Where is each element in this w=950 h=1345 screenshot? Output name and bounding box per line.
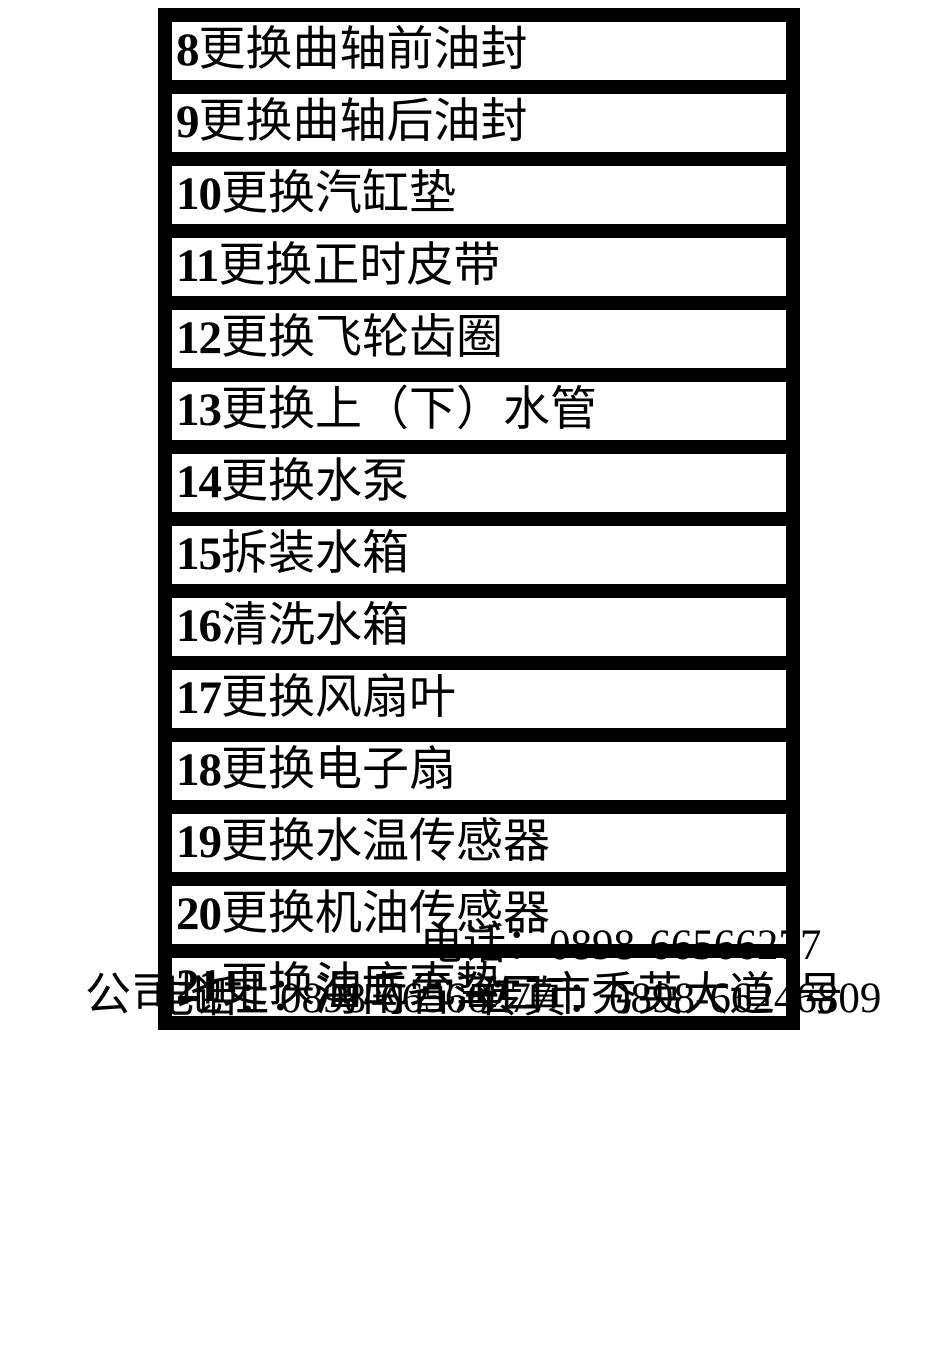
service-cell: 13更换上（下）水管 [165,375,793,447]
table-row: 9更换曲轴后油封 [165,87,793,159]
service-number: 20 [176,888,222,941]
service-cell: 15拆装水箱 [165,519,793,591]
table-row: 8更换曲轴前油封 [165,15,793,87]
service-number: 12 [176,312,222,365]
service-cell: 19更换水温传感器 [165,807,793,879]
service-cell: 17更换风扇叶 [165,663,793,735]
table-row: 19更换水温传感器 [165,807,793,879]
service-number: 14 [176,456,222,509]
table-row: 15拆装水箱 [165,519,793,591]
table-row: 14更换水泵 [165,447,793,519]
table-row: 12更换飞轮齿圈 [165,303,793,375]
service-label: 更换飞轮齿圈 [221,312,503,365]
service-number: 11 [176,240,219,293]
service-label: 更换正时皮带 [218,240,501,293]
service-label: 更换水泵 [221,456,409,509]
service-cell: 9更换曲轴后油封 [165,87,793,159]
service-label: 清洗水箱 [221,600,409,653]
service-cell: 21更换油底壳垫 [165,951,793,1023]
service-label: 更换机油传感器 [221,888,550,941]
service-cell: 12更换飞轮齿圈 [165,303,793,375]
table-row: 17更换风扇叶 [165,663,793,735]
service-cell: 11更换正时皮带 [165,231,793,303]
service-number: 15 [176,528,222,581]
table-row: 20更换机油传感器 [165,879,793,951]
service-number: 17 [176,672,222,725]
service-label: 更换汽缸垫 [221,168,456,221]
table-row: 16清洗水箱 [165,591,793,663]
service-label: 拆装水箱 [221,528,409,581]
service-number: 9 [176,96,199,149]
service-label: 更换水温传感器 [221,816,550,869]
service-cell: 20更换机油传感器 [165,879,793,951]
service-number: 13 [176,384,222,437]
table-row: 10更换汽缸垫 [165,159,793,231]
table-row: 13更换上（下）水管 [165,375,793,447]
service-cell: 8更换曲轴前油封 [165,15,793,87]
service-cell: 16清洗水箱 [165,591,793,663]
table-row: 11更换正时皮带 [165,231,793,303]
service-cell: 14更换水泵 [165,447,793,519]
service-label: 更换曲轴后油封 [198,96,528,149]
footer-address-suffix: 号 [797,969,843,1020]
service-number: 16 [176,600,222,653]
service-number: 8 [176,24,199,77]
service-number: 21 [176,960,222,1013]
service-number: 10 [176,168,222,221]
service-cell: 18更换电子扇 [165,735,793,807]
service-label: 更换风扇叶 [221,672,456,725]
service-label: 更换电子扇 [221,744,456,797]
table-row: 21更换油底壳垫 [165,951,793,1023]
service-number: 19 [176,816,222,869]
service-label: 更换油底壳垫 [221,960,503,1013]
service-number: 18 [176,744,222,797]
table-row: 18更换电子扇 [165,735,793,807]
service-label: 更换上（下）水管 [221,384,597,437]
service-cell: 10更换汽缸垫 [165,159,793,231]
service-label: 更换曲轴前油封 [198,24,528,77]
